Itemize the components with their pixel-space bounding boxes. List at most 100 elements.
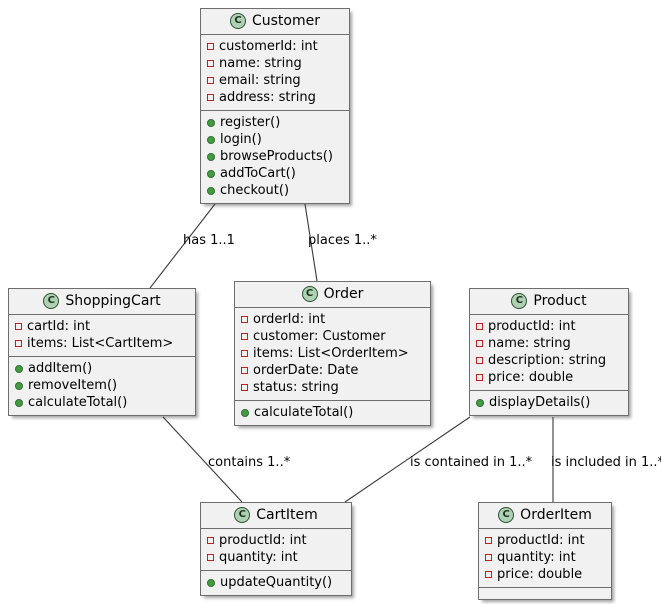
method-row: calculateTotal() <box>15 394 189 411</box>
attribute-label: price: double <box>497 567 583 582</box>
attribute-label: orderId: int <box>253 312 326 327</box>
method-label: displayDetails() <box>489 395 591 410</box>
attribute-row: customer: Customer <box>241 328 424 345</box>
attribute-label: price: double <box>488 370 574 385</box>
class-header-customer: C Customer <box>201 9 349 35</box>
attribute-label: customerId: int <box>219 39 318 54</box>
class-icon: C <box>234 507 251 523</box>
method-row: browseProducts() <box>207 148 343 165</box>
attribute-label: name: string <box>488 336 571 351</box>
attributes-compartment-cartitem: productId: int quantity: int <box>201 529 351 571</box>
edge-label-product-orderitem: is included in 1..* <box>551 455 661 470</box>
method-row: register() <box>207 114 343 131</box>
class-box-shoppingcart[interactable]: C ShoppingCart cartId: int items: List<C… <box>8 288 196 416</box>
class-name-orderitem: OrderItem <box>520 507 592 523</box>
public-marker-icon <box>207 135 215 144</box>
private-marker-icon <box>485 554 492 561</box>
class-icon: C <box>498 507 515 523</box>
attribute-row: description: string <box>476 352 622 369</box>
class-header-order: C Order <box>235 282 430 308</box>
attribute-label: items: List<CartItem> <box>27 336 174 351</box>
method-row: checkout() <box>207 182 343 199</box>
private-marker-icon <box>241 367 248 374</box>
class-box-product[interactable]: C Product productId: int name: string de… <box>469 288 629 416</box>
method-row: updateQuantity() <box>207 574 345 591</box>
methods-compartment-order: calculateTotal() <box>235 401 430 425</box>
private-marker-icon <box>15 340 22 347</box>
private-marker-icon <box>207 77 214 84</box>
private-marker-icon <box>476 357 483 364</box>
edge-label-customer-order: places 1..* <box>308 233 377 248</box>
class-icon: C <box>301 286 318 302</box>
attributes-compartment-customer: customerId: int name: string email: stri… <box>201 35 349 111</box>
attribute-label: email: string <box>219 73 301 88</box>
public-marker-icon <box>15 398 23 407</box>
private-marker-icon <box>476 374 483 381</box>
private-marker-icon <box>241 350 248 357</box>
methods-compartment-orderitem <box>479 588 611 599</box>
edge-label-shoppingcart-cartitem: contains 1..* <box>208 455 291 470</box>
methods-compartment-customer: register() login() browseProducts() addT… <box>201 111 349 203</box>
method-label: calculateTotal() <box>254 405 354 420</box>
method-label: addToCart() <box>220 166 296 181</box>
attributes-compartment-product: productId: int name: string description:… <box>470 315 628 391</box>
private-marker-icon <box>207 94 214 101</box>
attribute-row: quantity: int <box>485 549 605 566</box>
methods-compartment-shoppingcart: addItem() removeItem() calculateTotal() <box>9 357 195 415</box>
attribute-row: productId: int <box>207 532 345 549</box>
private-marker-icon <box>207 60 214 67</box>
class-header-shoppingcart: C ShoppingCart <box>9 289 195 315</box>
method-label: register() <box>220 115 281 130</box>
method-row: removeItem() <box>15 377 189 394</box>
class-name-customer: Customer <box>251 13 320 29</box>
attribute-row: name: string <box>207 55 343 72</box>
attribute-row: status: string <box>241 379 424 396</box>
public-marker-icon <box>207 578 215 587</box>
class-box-cartitem[interactable]: C CartItem productId: int quantity: int … <box>200 502 352 596</box>
public-marker-icon <box>207 169 215 178</box>
attribute-row: items: List<OrderItem> <box>241 345 424 362</box>
class-icon: C <box>229 13 246 29</box>
method-label: login() <box>220 132 262 147</box>
attribute-label: address: string <box>219 90 316 105</box>
private-marker-icon <box>241 384 248 391</box>
attribute-row: productId: int <box>485 532 605 549</box>
method-row: login() <box>207 131 343 148</box>
method-row: displayDetails() <box>476 394 622 411</box>
class-icon: C <box>43 293 60 309</box>
class-header-product: C Product <box>470 289 628 315</box>
public-marker-icon <box>15 364 23 373</box>
private-marker-icon <box>207 537 214 544</box>
method-row: calculateTotal() <box>241 404 424 421</box>
attribute-label: orderDate: Date <box>253 363 359 378</box>
public-marker-icon <box>15 381 23 390</box>
attributes-compartment-orderitem: productId: int quantity: int price: doub… <box>479 529 611 588</box>
attribute-label: description: string <box>488 353 607 368</box>
attributes-compartment-order: orderId: int customer: Customer items: L… <box>235 308 430 401</box>
class-name-order: Order <box>323 286 364 302</box>
public-marker-icon <box>207 118 215 127</box>
method-row: addToCart() <box>207 165 343 182</box>
class-box-order[interactable]: C Order orderId: int customer: Customer … <box>234 281 431 426</box>
class-box-orderitem[interactable]: C OrderItem productId: int quantity: int… <box>478 502 612 600</box>
edge-label-customer-shoppingcart: has 1..1 <box>183 233 235 248</box>
attribute-row: price: double <box>476 369 622 386</box>
private-marker-icon <box>15 323 22 330</box>
methods-compartment-product: displayDetails() <box>470 391 628 415</box>
class-box-customer[interactable]: C Customer customerId: int name: string … <box>200 8 350 204</box>
class-header-cartitem: C CartItem <box>201 503 351 529</box>
method-label: addItem() <box>28 361 93 376</box>
private-marker-icon <box>241 316 248 323</box>
attribute-row: cartId: int <box>15 318 189 335</box>
attribute-label: cartId: int <box>27 319 91 334</box>
attribute-row: quantity: int <box>207 549 345 566</box>
attributes-compartment-shoppingcart: cartId: int items: List<CartItem> <box>9 315 195 357</box>
attribute-label: productId: int <box>488 319 576 334</box>
method-row: addItem() <box>15 360 189 377</box>
private-marker-icon <box>485 571 492 578</box>
private-marker-icon <box>207 554 214 561</box>
attribute-label: customer: Customer <box>253 329 386 344</box>
private-marker-icon <box>241 333 248 340</box>
attribute-label: items: List<OrderItem> <box>253 346 409 361</box>
